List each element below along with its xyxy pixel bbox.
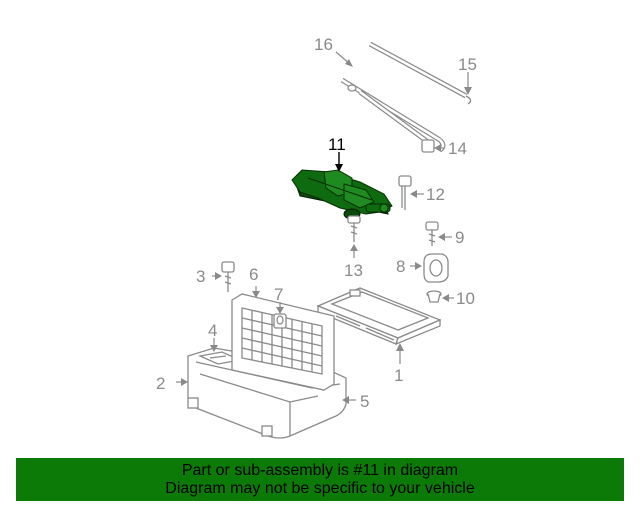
callout-6: 6 xyxy=(249,265,258,284)
callout-4: 4 xyxy=(208,321,217,340)
info-banner: Part or sub-assembly is #11 in diagram D… xyxy=(16,458,624,501)
part-16-jack-handle[interactable] xyxy=(340,77,446,153)
callout-1: 1 xyxy=(394,366,403,385)
part-13-bolt[interactable] xyxy=(347,215,361,242)
parts-diagram: 16 15 14 11 12 9 13 8 10 3 6 7 4 1 2 5 xyxy=(156,35,477,439)
callout-13: 13 xyxy=(344,261,363,280)
part-15-extension-bar[interactable] xyxy=(368,41,472,105)
callout-16: 16 xyxy=(314,35,333,54)
callout-7: 7 xyxy=(274,285,283,304)
part-8-bracket[interactable] xyxy=(423,253,449,283)
part-10-clip[interactable] xyxy=(426,290,442,303)
callout-10: 10 xyxy=(456,289,475,308)
part-9-bolt[interactable] xyxy=(425,221,439,246)
part-3-bolt[interactable] xyxy=(221,261,235,292)
callout-5: 5 xyxy=(360,392,369,411)
banner-line-2: Diagram may not be specific to your vehi… xyxy=(165,480,475,497)
part-6-divider-panel[interactable] xyxy=(231,293,335,391)
callout-9: 9 xyxy=(455,228,464,247)
banner-line-1: Part or sub-assembly is #11 in diagram xyxy=(181,462,459,479)
callout-15: 15 xyxy=(458,55,477,74)
callout-2: 2 xyxy=(156,374,165,393)
part-1-jack-tray[interactable] xyxy=(316,287,442,346)
callout-8: 8 xyxy=(396,257,405,276)
callout-3: 3 xyxy=(196,267,205,286)
part-14-lug-wrench[interactable] xyxy=(358,89,435,153)
callout-14: 14 xyxy=(448,139,467,158)
callout-12: 12 xyxy=(426,185,445,204)
part-11-jack[interactable] xyxy=(291,169,393,220)
callout-11: 11 xyxy=(328,135,346,154)
part-12-bolt[interactable] xyxy=(398,175,412,210)
part-7-clip[interactable] xyxy=(273,313,287,329)
